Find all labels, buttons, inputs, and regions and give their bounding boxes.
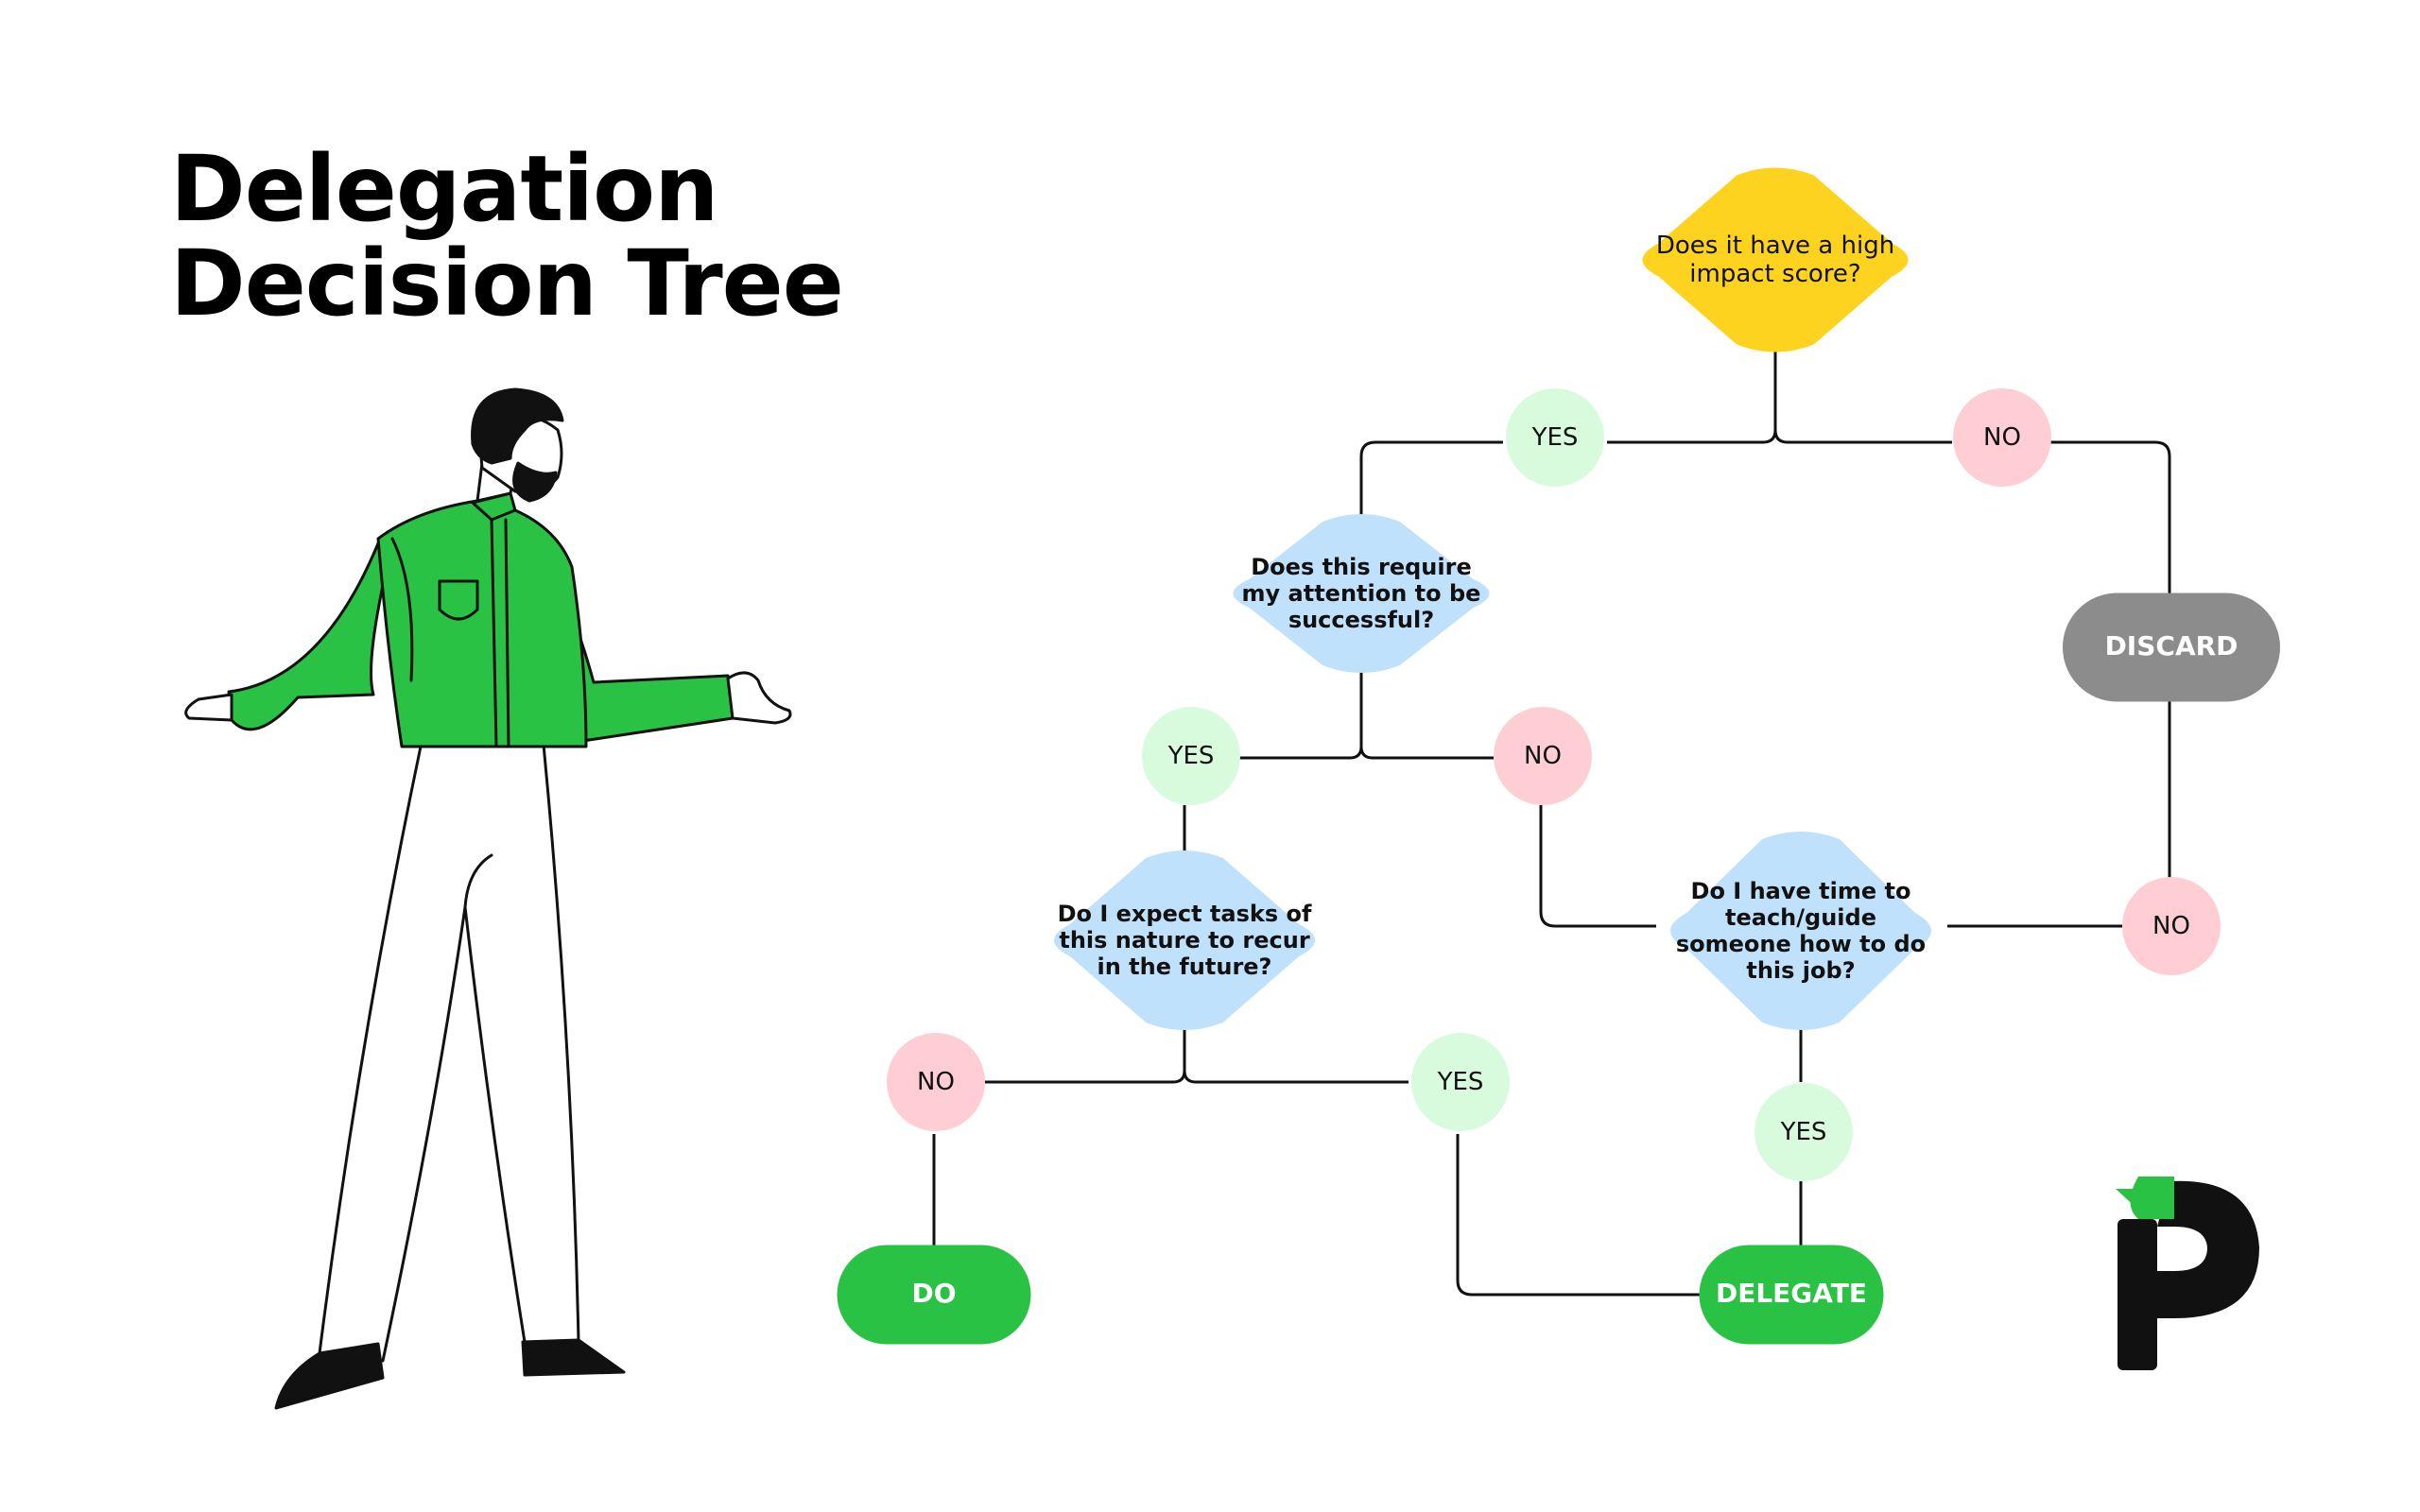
yes-circle-3 (1411, 1033, 1510, 1131)
logo-leaf (2130, 1177, 2174, 1219)
yes-circle-2 (1142, 707, 1240, 805)
shirt-side-seam (390, 537, 414, 682)
discard-terminal (2063, 593, 2280, 702)
no-circle-4 (2122, 877, 2221, 975)
no-circle-2-label: NO (1524, 742, 1562, 770)
left-shoe (274, 1342, 385, 1410)
logo-stem (2118, 1219, 2157, 1370)
line-no-to-discard (2047, 440, 2171, 595)
line-yes-to-attention (1359, 440, 1503, 520)
yes-circle-1 (1506, 388, 1604, 487)
line-attention-to-yes (1238, 666, 1363, 760)
line-no-to-teach (1539, 805, 1656, 928)
right-shoe (521, 1338, 626, 1377)
shirt-pocket (438, 579, 479, 621)
connector-lines (932, 350, 2171, 1297)
no-circle-1-label: NO (1983, 423, 2021, 452)
right-hand (726, 671, 792, 725)
question-tasks-recur-shape (1054, 850, 1315, 1030)
question-high-impact-shape (1642, 167, 1909, 352)
delegate-terminal (1699, 1245, 1884, 1345)
pants-crease (463, 853, 493, 909)
beard (512, 461, 558, 503)
shirt (376, 499, 588, 748)
page-title: Delegation Decision Tree (170, 136, 844, 336)
yes-circle-1-label: YES (1531, 423, 1579, 452)
do-terminal-label: DO (911, 1278, 956, 1309)
no-circle-2 (1494, 707, 1592, 805)
no-circle-3 (887, 1033, 985, 1131)
no-circle-3-label: NO (917, 1068, 955, 1096)
do-terminal (837, 1245, 1031, 1345)
line-top-to-no (1773, 429, 1952, 444)
left-hand (184, 693, 233, 722)
hair (471, 387, 564, 465)
line-top-to-yes (1607, 350, 1777, 444)
discard-terminal-label: DISCARD (2105, 630, 2238, 662)
pants (318, 743, 580, 1363)
title-line-2: Decision Tree (170, 231, 844, 336)
yes-circle-4 (1754, 1083, 1853, 1181)
line-yes-to-delegate (1456, 1134, 1702, 1297)
line-attention-to-no (1359, 746, 1494, 760)
question-time-to-teach-shape (1670, 832, 1931, 1030)
logo-arrow (2116, 1189, 2138, 1210)
person-illustration (184, 387, 792, 1410)
brand-logo-p (2116, 1177, 2259, 1370)
logo-bowl (2157, 1180, 2259, 1318)
no-circle-4-label: NO (2152, 912, 2190, 940)
line-recur-to-yes (1183, 1070, 1409, 1084)
yes-circle-4-label: YES (1780, 1118, 1827, 1146)
title-line-1: Delegation (170, 136, 718, 242)
delegate-terminal-label: DELEGATE (1716, 1278, 1867, 1309)
left-arm (227, 541, 394, 731)
no-circle-1 (1953, 388, 2051, 487)
shirt-placket (490, 518, 510, 748)
yes-circle-3-label: YES (1437, 1068, 1484, 1096)
yes-circle-2-label: YES (1167, 742, 1215, 770)
question-require-attention-shape (1233, 514, 1490, 673)
line-recur-to-no (983, 1025, 1186, 1084)
